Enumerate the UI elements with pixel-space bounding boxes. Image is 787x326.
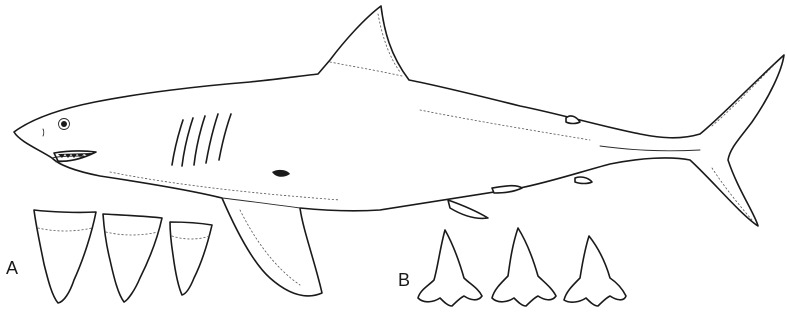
tooth-b	[492, 228, 556, 306]
eye-pupil	[61, 121, 67, 127]
second-dorsal-fin	[566, 116, 580, 124]
tooth-a	[34, 210, 96, 303]
anal-fin	[575, 177, 592, 183]
tooth-b	[418, 230, 482, 306]
pelvic-clasper	[492, 186, 522, 193]
tooth-b	[564, 236, 626, 306]
tooth-a	[103, 214, 162, 302]
teeth-set-b: B	[398, 228, 626, 306]
label-b: B	[398, 270, 410, 290]
tooth-a	[170, 222, 212, 295]
teeth-set-a: A	[6, 210, 212, 303]
pelvic-fin	[448, 200, 488, 218]
label-a: A	[6, 258, 18, 278]
